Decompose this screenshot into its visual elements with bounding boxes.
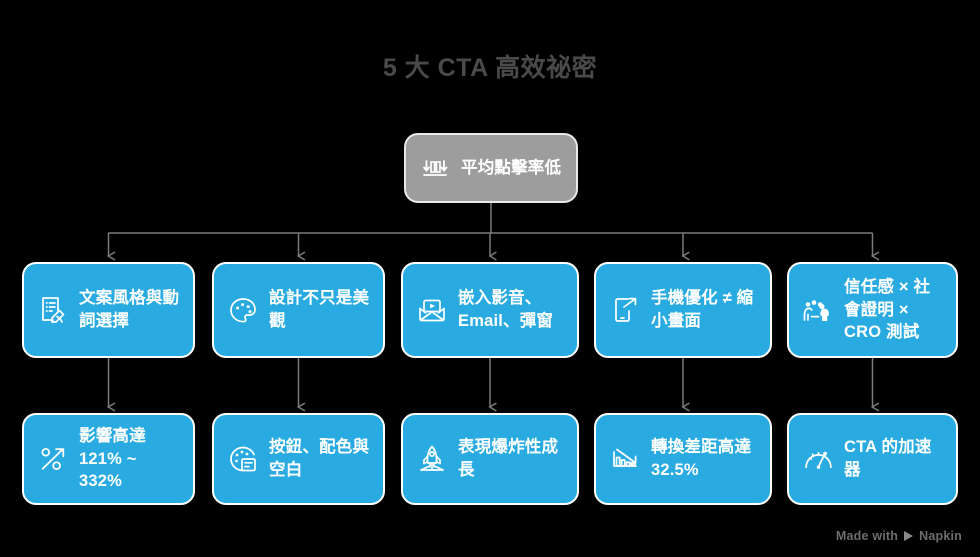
cause-node-1[interactable]: 文案風格與動詞選擇 <box>22 262 195 358</box>
effect-node-2[interactable]: 按鈕、配色與空白 <box>212 413 385 505</box>
palette-icon <box>226 293 260 327</box>
cause-node-1-label: 文案風格與動詞選擇 <box>79 289 180 330</box>
effect-node-2-label: 按鈕、配色與空白 <box>269 438 370 479</box>
video-envelope-icon <box>415 293 449 327</box>
effect-node-4-label: 轉換差距高達 32.5% <box>651 438 752 479</box>
effect-node-4[interactable]: 轉換差距高達 32.5% <box>594 413 772 505</box>
cause-node-3-label: 嵌入影音、Email、彈窗 <box>458 289 554 330</box>
cause-node-4-label: 手機優化 ≠ 縮小畫面 <box>651 289 754 330</box>
palette-swatch-icon <box>226 442 260 476</box>
cause-node-5-label: 信任感 × 社會證明 × CRO 測試 <box>844 277 931 342</box>
page-title: 5 大 CTA 高效祕密 <box>382 54 598 82</box>
cause-node-5[interactable]: 信任感 × 社會證明 × CRO 測試 <box>787 262 958 358</box>
napkin-play-icon <box>904 531 914 541</box>
bar-chart-decline-icon <box>608 442 642 476</box>
watermark-text: Made with <box>835 529 899 543</box>
speedometer-icon <box>801 442 835 476</box>
watermark-brand: Napkin <box>919 529 962 543</box>
rocket-icon <box>415 442 449 476</box>
mobile-growth-icon <box>608 293 642 327</box>
document-pen-icon <box>36 293 70 327</box>
effect-node-5-label: CTA 的加速器 <box>844 438 932 479</box>
effect-node-1-label: 影響高達 121% ~ 332% <box>79 426 146 491</box>
percent-arrow-up-icon <box>36 442 70 476</box>
effect-node-5[interactable]: CTA 的加速器 <box>787 413 958 505</box>
cause-node-2-label: 設計不只是美觀 <box>269 289 370 330</box>
root-node-label: 平均點擊率低 <box>461 158 562 177</box>
effect-node-3[interactable]: 表現爆炸性成長 <box>401 413 579 505</box>
cause-node-3[interactable]: 嵌入影音、Email、彈窗 <box>401 262 579 358</box>
root-node[interactable]: 平均點擊率低 <box>404 133 578 203</box>
bar-chart-down-icon <box>418 151 452 185</box>
watermark: Made with Napkin <box>836 529 962 543</box>
effect-node-1[interactable]: 影響高達 121% ~ 332% <box>22 413 195 505</box>
cause-node-2[interactable]: 設計不只是美觀 <box>212 262 385 358</box>
people-group-icon <box>801 293 835 327</box>
effect-node-3-label: 表現爆炸性成長 <box>458 438 559 479</box>
cause-node-4[interactable]: 手機優化 ≠ 縮小畫面 <box>594 262 772 358</box>
